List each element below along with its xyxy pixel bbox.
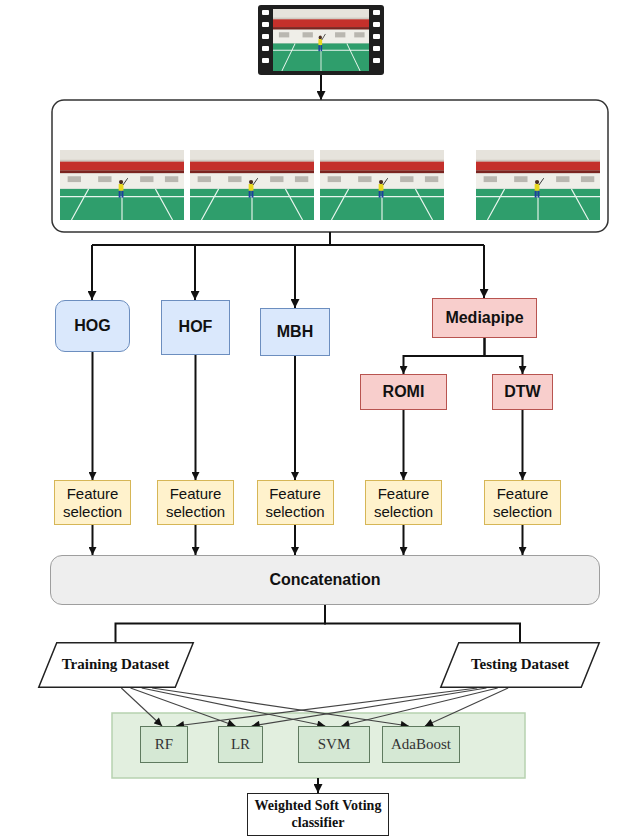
node-text: ROMI <box>383 383 425 401</box>
flow-arrow <box>320 75 322 100</box>
dataset-parallelogram: Testing Dataset <box>440 642 600 688</box>
connector-arrow <box>522 410 524 480</box>
node-text: MBH <box>277 323 313 341</box>
concat-box: Concatenation <box>50 555 600 605</box>
pose-feature-box: DTW <box>492 374 553 410</box>
connector-arrow <box>195 355 197 480</box>
selection-box: Feature selection <box>365 480 442 525</box>
split-arrows <box>92 232 484 308</box>
node-text: Testing Dataset <box>471 656 569 673</box>
flow-arrow <box>317 778 319 793</box>
connector-arrow <box>404 338 485 374</box>
selection-box: Feature selection <box>54 480 131 525</box>
node-text: SVM <box>318 736 351 753</box>
feature-box: HOF <box>161 300 230 355</box>
connector-arrow <box>142 688 326 726</box>
pose-box: Mediapipe <box>432 298 537 338</box>
connector-arrow <box>325 605 520 642</box>
node-text: Training Dataset <box>62 656 170 673</box>
connector-arrow <box>341 688 497 726</box>
node-text: Feature selection <box>59 485 126 520</box>
classifier-panel <box>112 713 525 778</box>
dataset-parallelogram: Training Dataset <box>38 642 194 688</box>
connector-arrow <box>522 525 524 555</box>
classifier-box: LR <box>218 726 263 763</box>
selection-box: Feature selection <box>157 480 234 525</box>
connector-arrow <box>252 688 487 726</box>
node-text: LR <box>231 736 250 753</box>
node-text: Weighted Soft Voting classifier <box>254 798 382 830</box>
connector-arrow <box>403 525 405 555</box>
connector-arrow <box>176 688 477 726</box>
feature-box: HOG <box>55 300 130 352</box>
node-text: HOF <box>179 318 213 336</box>
connector-arrow <box>294 356 296 480</box>
frames-panel <box>52 100 608 232</box>
pose-feature-box: ROMI <box>360 374 447 410</box>
node-text: Concatenation <box>269 571 380 589</box>
classifier-box: RF <box>140 726 188 763</box>
connector-arrow <box>121 688 162 726</box>
connector-arrow <box>92 525 94 555</box>
feature-box: MBH <box>260 308 330 356</box>
selection-box: Feature selection <box>484 480 561 525</box>
node-text: HOG <box>74 317 110 335</box>
connector-arrow <box>294 525 296 555</box>
connector-arrow <box>425 688 508 726</box>
video-icon <box>258 5 384 75</box>
node-text: Feature selection <box>370 485 437 520</box>
node-text: AdaBoost <box>391 736 451 753</box>
node-text: Feature selection <box>262 485 329 520</box>
node-text: Feature selection <box>162 485 229 520</box>
ensemble-box: Weighted Soft Voting classifier <box>247 793 389 836</box>
selection-box: Feature selection <box>257 480 334 525</box>
connector-arrow <box>195 525 197 555</box>
node-text: DTW <box>504 383 540 401</box>
node-text: RF <box>155 736 173 753</box>
classifier-box: AdaBoost <box>382 726 460 763</box>
node-text: Feature selection <box>489 485 556 520</box>
connector-arrow <box>485 338 523 374</box>
connector-arrow <box>92 352 94 480</box>
connector-arrow <box>116 605 326 642</box>
classifier-box: SVM <box>298 726 370 763</box>
node-text: Mediapipe <box>445 309 523 327</box>
connector-arrow <box>403 410 405 480</box>
